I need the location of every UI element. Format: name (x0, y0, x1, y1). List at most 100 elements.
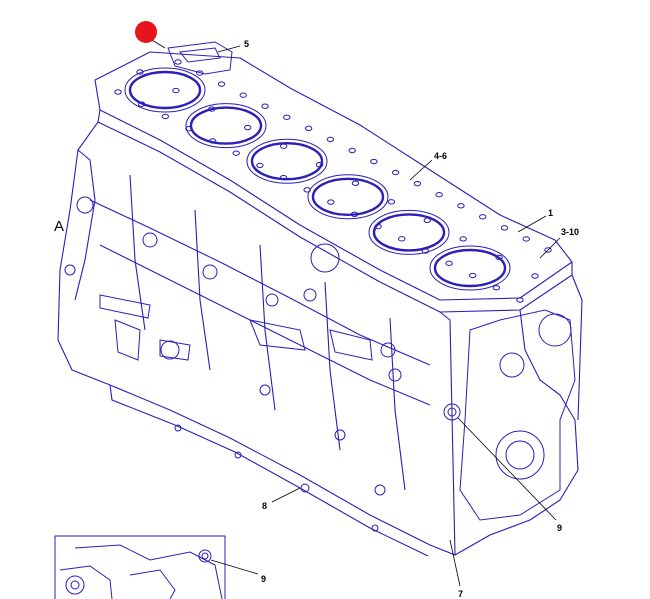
bolt-hole-13 (398, 236, 406, 242)
side-plug-3 (265, 293, 279, 307)
leader-lines (210, 45, 561, 587)
bolt-hole-17 (492, 285, 501, 291)
leader-7 (449, 539, 461, 587)
bolt-hole-34 (500, 225, 509, 231)
side-plug-5 (380, 342, 396, 358)
inset-bore-inner (70, 580, 80, 590)
bolt-hole-26 (326, 136, 335, 143)
engine-block (57, 51, 583, 557)
bolt-hole-41 (279, 143, 288, 149)
block-left-side (57, 121, 456, 556)
block-water-rail (99, 244, 431, 406)
callout-3-10: 3-10 (561, 227, 579, 237)
callout-8: 8 (262, 501, 267, 511)
bolt-hole-32 (457, 203, 465, 209)
inset-housing (74, 544, 223, 599)
side-plug-6 (388, 368, 402, 382)
bolt-hole-27 (348, 147, 356, 154)
gasket-ring-5 (368, 209, 450, 255)
bolt-hole-6 (232, 150, 240, 156)
callout-9-inset: 9 (261, 574, 266, 584)
cylinder-bores (124, 67, 511, 291)
cylinder-bore-6 (433, 248, 507, 288)
rail-boss-4 (174, 424, 182, 432)
rail-boss-3 (371, 524, 379, 532)
bolt-hole-21 (217, 81, 226, 87)
bolt-hole-23 (261, 103, 269, 109)
bolt-hole-24 (283, 114, 291, 120)
inset-plug (198, 549, 212, 563)
bolt-hole-38 (172, 87, 180, 94)
marker-stem (151, 39, 166, 49)
side-plug-11 (259, 384, 271, 396)
side-plug-2 (202, 264, 218, 280)
side-boss-2 (159, 339, 191, 361)
block-rib-3 (259, 244, 276, 411)
block-oil-rail (109, 384, 429, 557)
block-deck-edge (97, 109, 573, 313)
cylinder-bore-1 (128, 70, 202, 110)
marker-pin (135, 21, 166, 49)
bolt-hole-18 (516, 297, 524, 303)
block-rib-1 (129, 174, 146, 331)
callout-7: 7 (458, 589, 463, 599)
bolt-hole-25 (304, 125, 313, 132)
side-plug-10 (160, 340, 180, 360)
side-boss-3 (249, 319, 306, 351)
front-plug (443, 403, 461, 421)
bolt-hole-22 (239, 92, 247, 98)
leader-8 (271, 487, 301, 503)
block-front-edge (571, 274, 583, 421)
side-plug-9 (64, 264, 76, 276)
block-details (64, 41, 576, 532)
leader-4-6 (409, 159, 433, 181)
side-plug-12 (334, 429, 346, 441)
rail-boss-1 (234, 451, 242, 459)
front-bore-mid (499, 352, 525, 378)
leader-9b (210, 559, 259, 575)
bolt-hole-31 (435, 192, 443, 198)
callout-1: 1 (548, 208, 553, 218)
bolt-hole-35 (522, 236, 530, 242)
inset-plug-inner (201, 552, 209, 560)
rail-boss-2 (300, 483, 310, 493)
gasket-ring-3 (246, 138, 328, 184)
gasket-ring-4 (307, 174, 389, 220)
block-rib-5 (389, 317, 406, 491)
cylinder-bore-4 (311, 177, 385, 217)
view-label-a: A (54, 218, 64, 235)
bolt-hole-28 (370, 158, 378, 165)
side-plug-1 (142, 232, 158, 248)
block-front-end (454, 309, 579, 556)
front-housing-outline (459, 309, 576, 521)
side-plug-13 (374, 484, 386, 496)
bolt-hole-33 (479, 214, 487, 220)
front-plug-inner (447, 407, 457, 417)
side-plug-4 (310, 243, 340, 273)
leader-5 (217, 45, 241, 53)
bolt-hole-46 (459, 236, 467, 242)
leader-1 (517, 215, 547, 233)
bolt-hole-7 (256, 162, 264, 169)
callout-9-front: 9 (557, 523, 562, 533)
inset-housing-2 (59, 565, 113, 599)
bolt-hole-48 (531, 273, 539, 279)
bolt-hole-44 (387, 199, 396, 205)
front-bore-lower-inner (505, 440, 535, 470)
bolt-hole-40 (244, 124, 252, 131)
inset-rib (129, 569, 176, 599)
inset-frame (54, 535, 226, 599)
bolt-hole-30 (413, 180, 422, 187)
red-marker-dot (135, 21, 157, 43)
cylinder-bore-5 (372, 213, 446, 252)
side-boss-4 (329, 329, 373, 361)
leader-3-10 (539, 237, 561, 259)
bolt-hole-47 (495, 254, 503, 261)
callout-4-6: 4-6 (434, 151, 447, 161)
cylinder-bore-3 (250, 141, 324, 181)
bolt-hole-15 (445, 260, 453, 266)
rear-flange (167, 41, 233, 75)
bolt-hole-43 (351, 180, 360, 186)
